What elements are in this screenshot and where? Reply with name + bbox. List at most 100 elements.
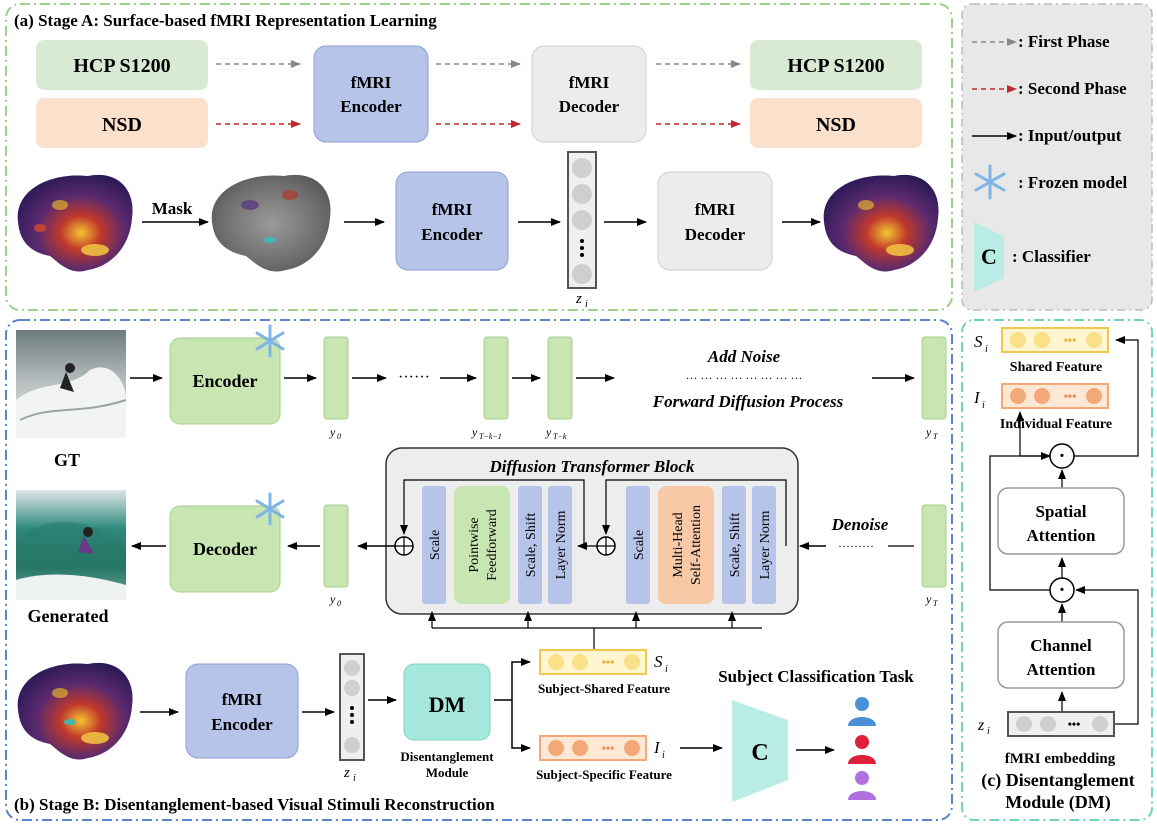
arrow-to-shared — [1074, 336, 1139, 457]
legend-input-output: : Input/output — [1018, 126, 1122, 145]
c-i-sym: I — [973, 388, 981, 407]
latent-ytk1 — [483, 336, 509, 420]
mask-label: Mask — [152, 199, 193, 218]
masked-brain-image — [211, 174, 331, 272]
yT-bottom-sub: T — [933, 599, 938, 608]
dit-scale-2-label: Scale — [632, 530, 647, 560]
dit-layer-norm-2-label: Layer Norm — [758, 510, 773, 579]
dit-scale-1-label: Scale — [428, 530, 443, 560]
dit-scale-2 — [626, 486, 650, 604]
dit-scale-1 — [422, 486, 446, 604]
stage-c-title-1: (c) Disentanglement — [981, 770, 1134, 791]
encoder-box — [169, 337, 281, 425]
forward-diffusion-label: Forward Diffusion Process — [652, 392, 844, 411]
stage-a-title: (a) Stage A: Surface-based fMRI Represen… — [14, 11, 437, 30]
shared-feature-label: Subject-Shared Feature — [538, 681, 670, 696]
nsd-label-left: NSD — [102, 114, 142, 136]
hcp-label-right: HCP S1200 — [787, 55, 884, 77]
c-embedding-vector: ••• — [1007, 711, 1115, 737]
c-i-sub: i — [982, 400, 985, 411]
dit-pointwise-ff — [454, 486, 510, 604]
dm-box — [403, 663, 491, 741]
fmri-decoder-a2-l1: fMRI — [695, 200, 736, 219]
nsd-box-right — [750, 98, 922, 148]
c-s-sub: i — [985, 344, 988, 355]
c-shared-dots: ••• — [1064, 333, 1077, 347]
nsd-label-right: NSD — [816, 114, 856, 136]
latent-yT-top — [921, 336, 947, 420]
c-individual-label: Individual Feature — [1000, 417, 1112, 432]
c-individual-vector: ••• — [1001, 383, 1109, 409]
gt-label: GT — [54, 450, 80, 470]
specific-feature-label: Subject-Specific Feature — [536, 767, 672, 782]
fmri-decoder-a1 — [531, 45, 647, 143]
skip-spatial — [989, 452, 1051, 591]
c-shared-vector: ••• — [1001, 327, 1109, 353]
c-z-sym: z — [977, 717, 985, 734]
gt-image — [16, 330, 127, 438]
frozen-decoder-icon — [255, 492, 285, 526]
legend-first-phase: : First Phase — [1018, 32, 1110, 51]
fmri-decoder-a1-l2: Decoder — [559, 97, 620, 116]
ytk-label: y — [545, 425, 552, 439]
spatial-label-2: Attention — [1027, 526, 1096, 545]
latent-sub-a: i — [585, 299, 588, 310]
y0-bottom-sub: 0 — [337, 599, 341, 608]
spatial-attention-box — [997, 487, 1125, 555]
fmri-encoder-b-l2: Encoder — [211, 715, 273, 734]
mult-op-middle-dot: · — [1059, 579, 1066, 601]
mult-op-top-dot: · — [1059, 445, 1066, 467]
stage-c-title-2: Module (DM) — [1005, 792, 1110, 813]
yT-top-label: y — [925, 425, 932, 439]
c-shared-label: Shared Feature — [1010, 360, 1102, 375]
dit-mhsa-label-2: Self-Attention — [689, 505, 704, 585]
latent-sub-b: i — [353, 773, 356, 784]
channel-label-1: Channel — [1030, 636, 1092, 655]
c-embedding-label: fMRI embedding — [1005, 751, 1116, 767]
specific-feature-vector: ••• — [539, 735, 647, 761]
brain-input-image — [17, 174, 133, 272]
snowflake-icon — [974, 164, 1006, 200]
specific-sym-sub: i — [662, 750, 665, 761]
fmri-encoder-a2 — [395, 171, 509, 271]
latent-vector-a — [567, 151, 597, 289]
disent-label-2: Module — [426, 765, 469, 780]
channel-attention-box — [997, 621, 1125, 689]
brain-input-b — [17, 662, 133, 760]
legend-classifier: : Classifier — [1012, 247, 1091, 266]
add-noise-label: Add Noise — [707, 347, 781, 366]
channel-label-2: Attention — [1027, 660, 1096, 679]
dots-denoise: ········· — [838, 539, 874, 553]
c-individual-dots: ••• — [1064, 389, 1077, 403]
skip-channel — [1075, 586, 1139, 725]
y0-top-label: y — [329, 425, 336, 439]
dit-layer-norm-2 — [752, 486, 776, 604]
y0-top-sub: 0 — [337, 432, 341, 441]
shared-dots: ••• — [602, 655, 615, 669]
dit-pointwise-label-1: Pointwise — [467, 517, 482, 572]
hcp-box-right — [750, 40, 922, 90]
dots-top: ······ — [398, 369, 430, 386]
fmri-decoder-a2-l2: Decoder — [685, 225, 746, 244]
encoder-label: Encoder — [193, 371, 258, 391]
c-s-sym: S — [974, 332, 983, 351]
stage-b-frame — [5, 319, 953, 821]
legend-classifier-shape — [974, 222, 1004, 292]
subject-icon-red — [848, 735, 876, 764]
legend-classifier-letter: C — [981, 244, 997, 269]
legend-second-phase: : Second Phase — [1018, 79, 1127, 98]
dots-forward: ··· ··· ··· ··· ··· ··· ··· ··· — [686, 371, 803, 385]
spatial-label-1: Spatial — [1035, 502, 1086, 521]
dm-label: DM — [429, 692, 466, 717]
y0-bottom-label: y — [329, 592, 336, 606]
residual-skip-1 — [400, 479, 585, 546]
frozen-encoder-icon — [255, 324, 285, 358]
fmri-decoder-a1-l1: fMRI — [569, 73, 610, 92]
dit-scale-shift-2-label: Scale, Shift — [728, 513, 743, 578]
latent-vector-b — [339, 653, 365, 761]
dit-layer-norm-1 — [548, 486, 572, 604]
dit-scale-shift-1 — [518, 486, 542, 604]
c-z-sub: i — [987, 726, 990, 737]
disent-label-1: Disentanglement — [400, 749, 494, 764]
